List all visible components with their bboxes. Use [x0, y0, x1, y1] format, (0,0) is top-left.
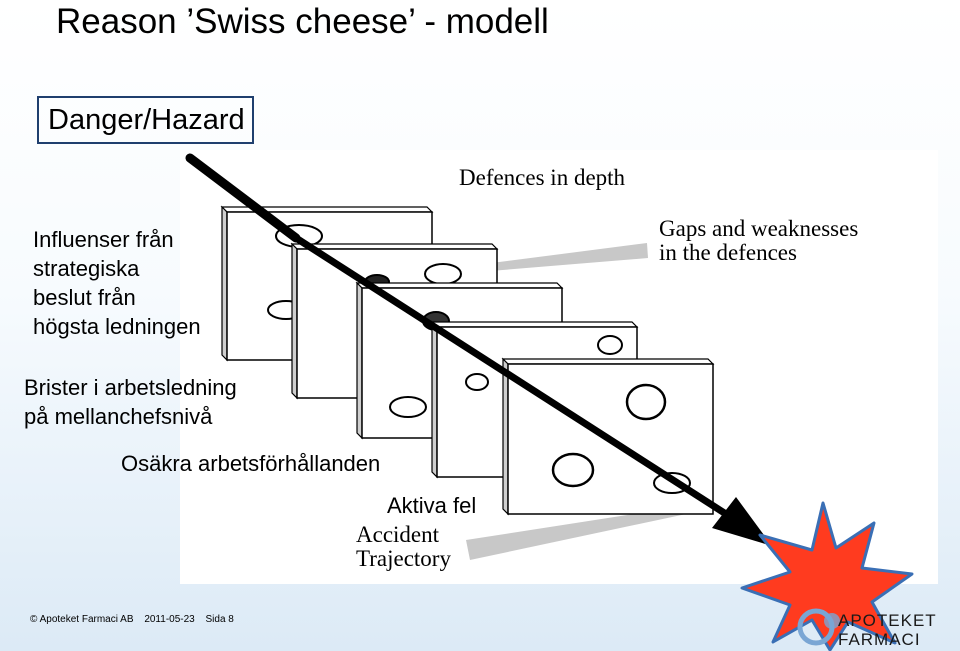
logo-line-2: FARMACI [838, 630, 921, 649]
footer: © Apoteket Farmaci AB 2011-05-23 Sida 8 [30, 614, 242, 625]
brister-label: Brister i arbetsledning på mellanchefsni… [24, 373, 237, 431]
brister-line: på mellanchefsnivå [24, 404, 213, 429]
apoteket-logo-icon [797, 608, 840, 646]
gaps-label: Gaps and weaknesses in the defences [659, 217, 858, 265]
footer-date: 2011-05-23 [144, 614, 195, 625]
aktiva-fel-label: Aktiva fel [387, 493, 477, 518]
osakra-label: Osäkra arbetsförhållanden [121, 451, 381, 476]
influence-line: Influenser från [33, 227, 174, 252]
accident-arrow [185, 153, 772, 546]
accident-trajectory-label: Accident Trajectory [356, 523, 451, 571]
hazard-box [37, 96, 254, 144]
influence-line: högsta ledningen [33, 314, 201, 339]
footer-copyright: © Apoteket Farmaci AB [30, 614, 134, 625]
brister-line: Brister i arbetsledning [24, 375, 237, 400]
defences-in-depth-label: Defences in depth [459, 165, 626, 190]
accident-line: Trajectory [356, 546, 451, 571]
footer-page: Sida 8 [205, 614, 234, 625]
influence-line: beslut från [33, 285, 136, 310]
influence-label: Influenser från strategiska beslut från … [33, 225, 201, 341]
apoteket-logo: APOTEKET FARMACI [796, 606, 956, 650]
slide-title: Reason ’Swiss cheese’ - modell [56, 2, 549, 41]
gaps-pointer-beam [476, 243, 648, 272]
explosion-burst [740, 501, 914, 651]
gaps-line: Gaps and weaknesses [659, 216, 859, 241]
gaps-line: in the defences [659, 240, 797, 265]
influence-line: strategiska [33, 256, 140, 281]
logo-line-1: APOTEKET [838, 611, 937, 630]
accident-line: Accident [356, 522, 440, 547]
hazard-label: Danger/Hazard [48, 104, 245, 136]
accident-trajectory-beam [466, 503, 705, 560]
